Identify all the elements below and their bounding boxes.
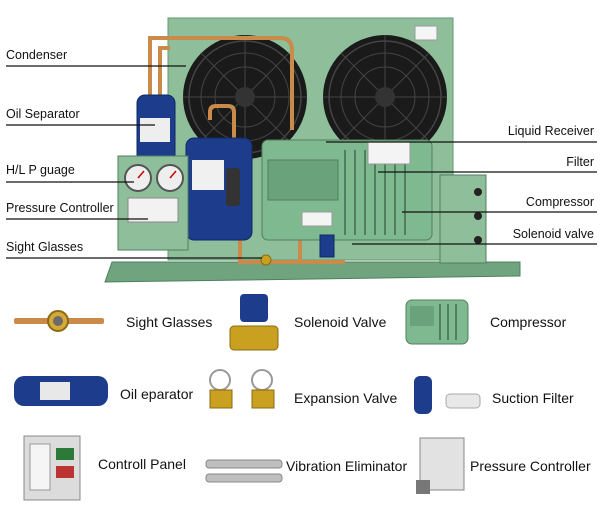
part-suction-filter-image: [414, 376, 481, 414]
part-control-panel-image: [23, 435, 81, 501]
gauge-panel: [117, 155, 189, 251]
leader-lines: [6, 65, 597, 259]
caption-oil-separator: Oil eparator: [120, 386, 194, 402]
part-expansion-valve-image: [209, 369, 275, 409]
label-sight-glasses: Sight Glasses: [6, 240, 84, 254]
compressor-body: [261, 139, 433, 241]
caption-compressor: Compressor: [490, 314, 567, 330]
caption-vibration-eliminator: Vibration Eliminator: [286, 458, 408, 474]
part-pressure-controller-image: [416, 437, 465, 494]
copper-piping: [148, 36, 345, 264]
caption-pressure-controller: Pressure Controller: [470, 458, 591, 474]
label-condenser: Condenser: [6, 48, 68, 62]
caption-suction-filter: Suction Filter: [492, 390, 574, 406]
label-oil-separator: Oil Separator: [6, 107, 80, 121]
label-filter: Filter: [566, 155, 594, 169]
base-plate: [104, 261, 521, 283]
part-solenoid-valve-image: [229, 294, 279, 351]
liquid-receiver-tank: [185, 137, 253, 241]
caption-solenoid-valve: Solenoid Valve: [294, 314, 387, 330]
sight-glass: [260, 254, 272, 266]
fan-right: [323, 35, 447, 159]
fan-left: [183, 35, 307, 159]
label-solenoid-valve: Solenoid valve: [512, 227, 594, 241]
caption-expansion-valve: Expansion Valve: [294, 390, 398, 406]
label-pressure-controller: Pressure Controller: [6, 201, 114, 215]
filter-drier: [226, 168, 240, 206]
part-sight-glasses-image: [14, 310, 104, 332]
caption-control-panel: Controll Panel: [98, 456, 186, 472]
label-liquid-receiver: Liquid Receiver: [507, 124, 594, 138]
part-oil-separator-image: [14, 376, 108, 406]
label-compressor: Compressor: [525, 195, 594, 209]
caption-sight-glasses: Sight Glasses: [126, 314, 213, 330]
label-hl-gauge: H/L P guage: [6, 163, 75, 177]
part-compressor-image: [405, 299, 469, 345]
part-vibration-eliminator-image: [205, 459, 283, 483]
solenoid: [319, 234, 335, 258]
